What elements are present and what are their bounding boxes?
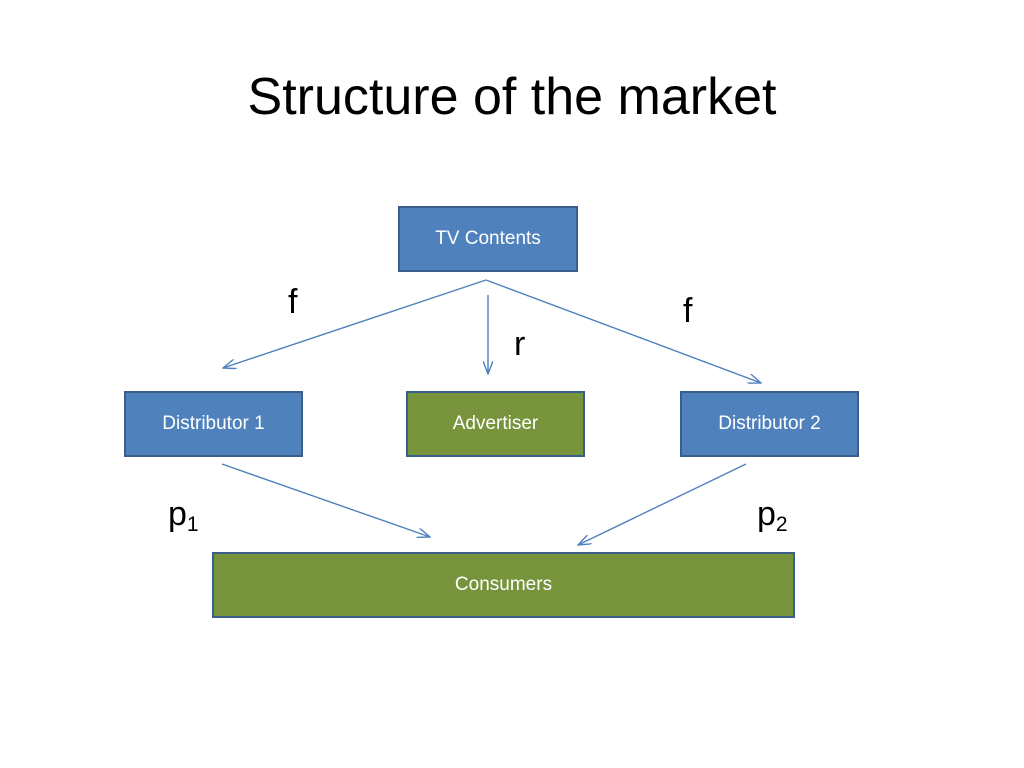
node-consumers: Consumers bbox=[212, 552, 795, 618]
node-advertiser: Advertiser bbox=[406, 391, 585, 457]
edge-label-p1-base: p bbox=[168, 495, 187, 533]
edge-label-p2-subscript: 2 bbox=[775, 513, 788, 536]
node-advertiser-label: Advertiser bbox=[452, 413, 539, 434]
arrow-tv-to-distributor-2 bbox=[485, 279, 761, 383]
node-tv-contents-label: TV Contents bbox=[435, 228, 541, 249]
node-distributor-2-label: Distributor 2 bbox=[718, 413, 821, 434]
node-distributor-1: Distributor 1 bbox=[124, 391, 303, 457]
arrow-distributor-2-to-consumers bbox=[578, 463, 747, 545]
edge-label-f-left: f bbox=[288, 283, 298, 321]
edge-label-f-right: f bbox=[683, 292, 693, 330]
slide-title: Structure of the market bbox=[247, 68, 777, 126]
edge-label-r: r bbox=[514, 325, 526, 363]
arrow-tv-to-distributor-1 bbox=[223, 279, 487, 368]
node-distributor-1-label: Distributor 1 bbox=[162, 413, 265, 434]
edge-label-p1: p1 bbox=[168, 494, 199, 539]
edge-label-p2-base: p bbox=[757, 495, 776, 533]
arrow-distributor-1-to-consumers bbox=[221, 463, 430, 537]
edge-label-p2: p2 bbox=[757, 494, 788, 539]
node-consumers-label: Consumers bbox=[454, 574, 553, 595]
edge-label-p1-subscript: 1 bbox=[186, 513, 199, 536]
node-tv-contents: TV Contents bbox=[398, 206, 578, 272]
node-distributor-2: Distributor 2 bbox=[680, 391, 859, 457]
